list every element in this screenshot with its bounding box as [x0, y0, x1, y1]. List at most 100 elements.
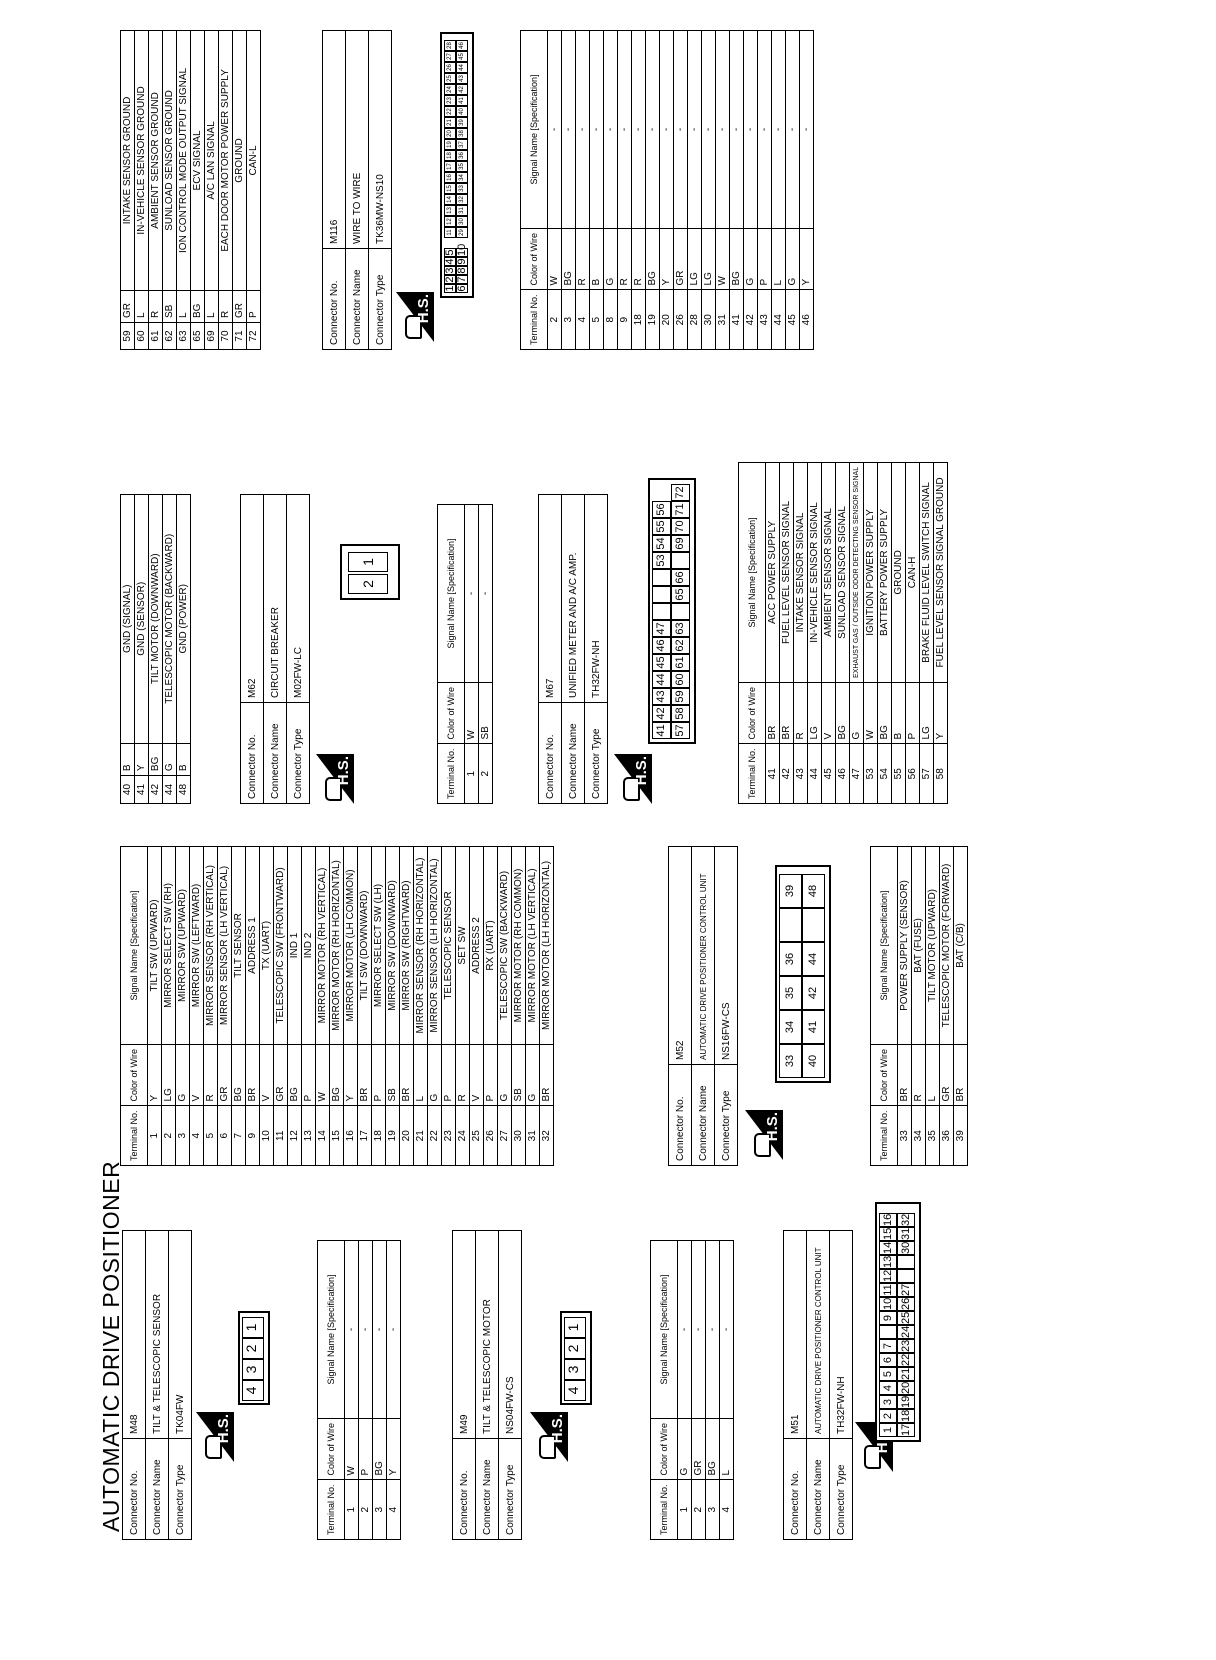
connector-name: TILT & TELESCOPIC MOTOR: [475, 1230, 499, 1439]
page-title: AUTOMATIC DRIVE POSITIONER: [98, 1160, 124, 1532]
connector-no: M49: [452, 1230, 476, 1439]
connector-no: M116: [322, 30, 346, 249]
connector-no: M51: [783, 1230, 807, 1439]
connector-type: TH32FW-NH: [829, 1230, 853, 1439]
connector-name: WIRE TO WIRE: [345, 30, 369, 249]
connector-name: TILT & TELESCOPIC SENSOR: [145, 1230, 169, 1439]
connector-face-m48: 4 3 2 1: [238, 1311, 270, 1405]
connector-type: NS16FW-CS: [714, 846, 738, 1065]
connector-face-m62: 2 1: [340, 544, 400, 600]
connector-name: UNIFIED METER AND A/C AMP.: [561, 494, 585, 703]
hs-icon: H.S.: [316, 754, 354, 804]
connector-no: M67: [538, 494, 562, 703]
connector-name: CIRCUIT BREAKER: [263, 494, 287, 703]
connector-no: M48: [122, 1230, 146, 1439]
connector-type: M02FW-LC: [286, 494, 310, 703]
connector-type: TK04FW: [168, 1230, 192, 1439]
hs-icon: H.S.: [745, 1110, 783, 1160]
connector-face-m49: 4 3 2 1: [560, 1311, 592, 1405]
connector-name: AUTOMATIC DRIVE POSITIONER CONTROL UNIT: [806, 1230, 830, 1439]
connector-type: TH32FW-NH: [584, 494, 608, 703]
connector-type: TK36MW-NS10: [368, 30, 392, 249]
hs-icon: H.S.: [396, 292, 434, 342]
hs-icon: H.S.: [614, 754, 652, 804]
hs-icon: H.S.: [196, 1412, 234, 1462]
connector-name: AUTOMATIC DRIVE POSITIONER CONTROL UNIT: [691, 846, 715, 1065]
